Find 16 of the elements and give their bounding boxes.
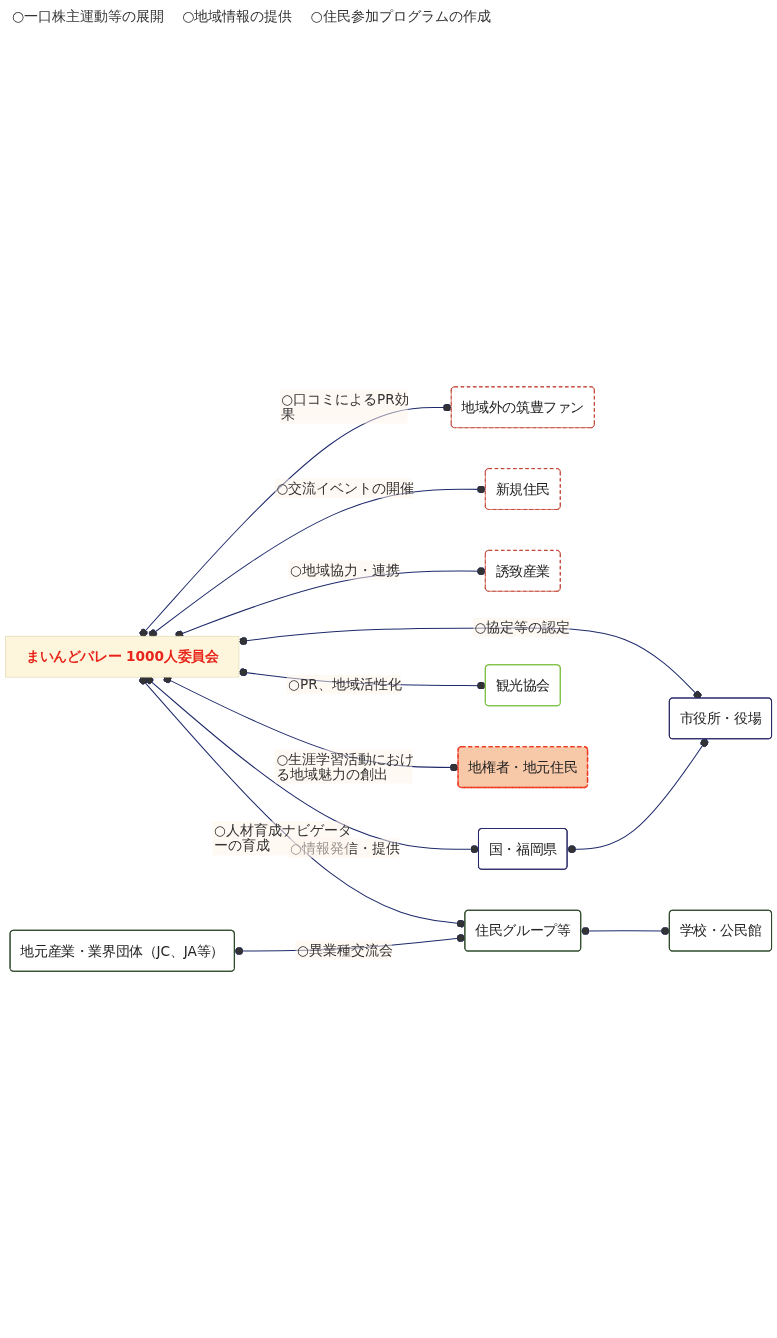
edge-label: ○口コミによるPR効果 [281, 390, 409, 422]
note-text: ○住民参加プログラムの作成 [310, 8, 491, 26]
edge-label: ○協定等の認定 [474, 619, 571, 636]
edge-label: ○交流イベントの開催 [276, 480, 415, 497]
edge-label: ーの育成 [213, 837, 270, 854]
edge-label: ○地域協力・連携 [290, 561, 400, 578]
note-text: ○一口株主運動等の展開 [12, 8, 165, 26]
edge-label: ○PR、地域活性化 [288, 676, 402, 693]
edge-label: ○生涯学習活動における地域魅力の創出 [276, 750, 415, 782]
edge-label: ○異業種交流会 [296, 941, 393, 958]
edge-label: ○人材育成ナビゲータ [213, 822, 352, 839]
connector [148, 485, 487, 638]
note-text: ○地域情報の提供 [182, 8, 293, 26]
edge-label: ○情報発信・提供 [290, 839, 400, 856]
connector [139, 403, 453, 637]
node-box: まいんどバレー 1000人委員会 [5, 635, 240, 678]
